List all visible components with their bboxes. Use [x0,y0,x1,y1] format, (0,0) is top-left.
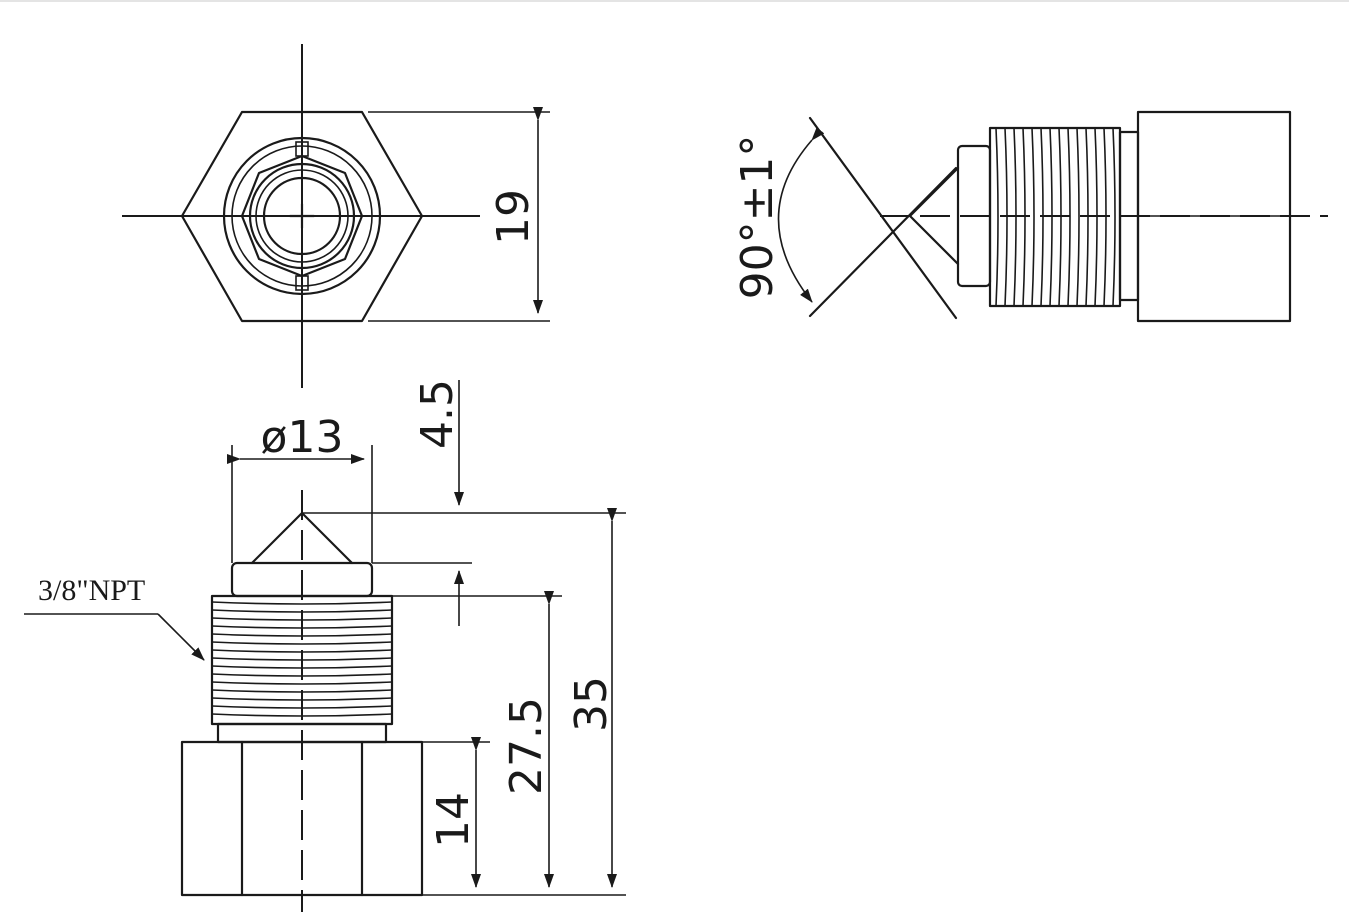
tip-outer-circle [248,162,356,270]
front-thread-lines [211,601,393,717]
hex-outline [180,110,424,323]
thread-start-notch-top [295,141,309,157]
thread-line [1103,127,1107,307]
npt-leader-diagonal [157,613,205,661]
thread-line [211,705,393,709]
thread-line [1067,127,1071,307]
angle-label: 90°±1° [732,135,783,300]
thread-line [211,649,393,653]
dim-35-label: 35 [566,676,617,732]
thread-line [1022,127,1026,307]
thread-line [211,641,393,645]
thread-line [1040,127,1044,307]
tip-mid-circle [255,169,349,263]
tip-inner-circle [262,176,342,256]
top-view: 19 [122,44,550,388]
thread-start-notch-bottom [295,275,309,291]
angle-ray-lower [808,166,958,318]
thread-outer-circle [222,136,382,296]
npt-label: 3/8"NPT [38,574,145,607]
dim-4-5-label: 4.5 [412,379,463,449]
thread-line [211,657,393,661]
thread-line [1085,127,1089,307]
angle-ray-upper [808,116,958,320]
thread-root-circle [231,145,373,287]
thread-line [1112,127,1116,307]
thread-line [211,617,393,621]
thread-line [1076,127,1080,307]
side-view: 90°±1° [732,110,1328,323]
dim-27-5-label: 27.5 [501,697,552,795]
thread-line [1094,127,1098,307]
thread-line [1013,127,1017,307]
thread-line [211,665,393,669]
thread-line [211,713,393,717]
cone-tip [908,166,960,266]
thread-line [211,601,393,605]
dim-14-label: 14 [428,792,479,848]
dim-dia-label: ø13 [261,412,344,463]
thread-line [995,127,999,307]
dim-19-label: 19 [488,189,539,245]
front-view: ø13 4.5 27.5 35 14 3/8"NPT [24,379,626,912]
thread-line [211,673,393,677]
thread-line [1031,127,1035,307]
thread-line [211,609,393,613]
side-thread-lines [995,127,1116,307]
front-hex-body [180,740,424,897]
thread-line [1004,127,1008,307]
thread-line [211,625,393,629]
angle-dim-arc [777,126,825,303]
thread-line [211,697,393,701]
thread-line [211,689,393,693]
thread-line [1058,127,1062,307]
thread-line [1049,127,1053,307]
thread-line [211,633,393,637]
thread-line [211,681,393,685]
top-border [0,0,1349,2]
